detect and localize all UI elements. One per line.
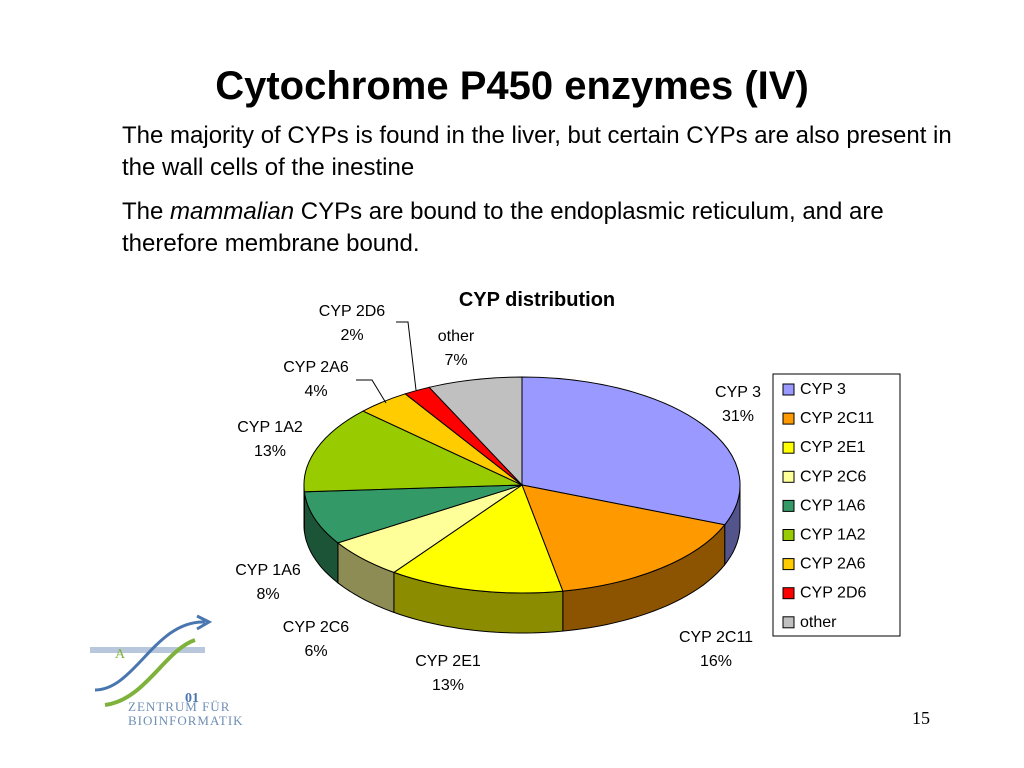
legend-swatch-cyp-2e1 bbox=[782, 441, 795, 454]
legend-label-cyp-1a6: CYP 1A6 bbox=[800, 497, 866, 514]
slice-labels: CYP 3 31% CYP 2C11 16% CYP 2E1 13% CYP 2C6 6% CY… bbox=[235, 303, 761, 694]
slice-value-cyp-3: 31% bbox=[722, 408, 754, 425]
pie-slice-other bbox=[428, 376, 523, 487]
legend-swatch-other bbox=[782, 616, 795, 629]
logo-text: ZENTRUM FÜR BIOINFORMATIK bbox=[128, 700, 258, 728]
legend-swatch-cyp-2a6 bbox=[782, 558, 795, 571]
slice-value-other: 7% bbox=[444, 352, 467, 369]
legend-swatch-cyp-2c11 bbox=[782, 412, 795, 425]
legend-label-cyp-2e1: CYP 2E1 bbox=[800, 439, 866, 456]
legend-swatch-cyp-2d6 bbox=[782, 587, 795, 600]
chart-title: CYP distribution bbox=[459, 289, 615, 311]
slice-label-cyp-2e1: CYP 2E1 bbox=[415, 653, 481, 670]
slice-label-cyp-2c6: CYP 2C6 bbox=[283, 619, 350, 636]
legend-label-cyp-2a6: CYP 2A6 bbox=[800, 556, 866, 573]
slice-value-cyp-2c11: 16% bbox=[700, 653, 732, 670]
slice-label-cyp-3: CYP 3 bbox=[715, 384, 761, 401]
paragraph-liver: The majority of CYPs is found in the liv… bbox=[122, 122, 952, 181]
slice-value-cyp-2a6: 4% bbox=[304, 383, 327, 400]
legend-label-cyp-2d6: CYP 2D6 bbox=[800, 585, 867, 602]
pie-slice-cyp-1a6 bbox=[303, 484, 523, 544]
legend-label-cyp-2c11: CYP 2C11 bbox=[800, 410, 874, 427]
para2-suffix: CYPs are bound to the endoplasmic reticu… bbox=[122, 198, 884, 257]
legend-swatch-cyp-2c6 bbox=[782, 470, 795, 483]
para2-emphasis: mammalian bbox=[170, 198, 295, 225]
page-number: 15 bbox=[912, 708, 930, 728]
slice-label-cyp-1a6: CYP 1A6 bbox=[235, 562, 301, 579]
slice-label-cyp-2d6: CYP 2D6 bbox=[319, 303, 386, 320]
leader-lines bbox=[356, 321, 417, 404]
para2-prefix: The bbox=[122, 198, 171, 225]
legend-swatch-cyp-1a2 bbox=[782, 529, 795, 541]
svg-text:A: A bbox=[115, 647, 126, 662]
slice-value-cyp-2c6: 6% bbox=[304, 643, 327, 660]
legend-swatch-cyp-3 bbox=[782, 383, 795, 396]
pie-sides bbox=[303, 485, 741, 634]
pie-slice-cyp-2c11 bbox=[521, 484, 726, 592]
slice-label-cyp-2c11: CYP 2C11 bbox=[679, 629, 753, 646]
pie-slice-cyp-1a2 bbox=[303, 410, 523, 493]
legend-label-cyp-3: CYP 3 bbox=[800, 381, 846, 398]
slice-value-cyp-2e1: 13% bbox=[432, 677, 464, 694]
pie-slice-cyp-2e1 bbox=[392, 484, 564, 594]
leader-line-cyp-2a6 bbox=[356, 379, 387, 404]
pie-slice-cyp-3 bbox=[521, 376, 741, 526]
slice-label-other: other bbox=[438, 328, 475, 345]
leader-line-cyp-2d6 bbox=[396, 321, 417, 391]
legend-label-other: other bbox=[800, 614, 837, 631]
pie-top bbox=[303, 376, 741, 594]
paragraph-membrane: The mammalian CYPs are bound to the endo… bbox=[122, 196, 982, 260]
legend-label-cyp-2c6: CYP 2C6 bbox=[800, 468, 867, 485]
slice-value-cyp-1a6: 8% bbox=[256, 586, 279, 603]
zentrum-bioinformatik-logo: A 01 bbox=[90, 614, 213, 707]
legend-swatch-cyp-1a6 bbox=[782, 499, 795, 512]
svg-text:01: 01 bbox=[185, 691, 199, 706]
slice-value-cyp-2d6: 2% bbox=[340, 327, 363, 344]
slice-label-cyp-2a6: CYP 2A6 bbox=[283, 359, 349, 376]
slice-label-cyp-1a2: CYP 1A2 bbox=[237, 419, 303, 436]
logo-text-line-2: BIOINFORMATIK bbox=[128, 713, 244, 728]
legend-label-cyp-1a2: CYP 1A2 bbox=[800, 527, 866, 544]
slice-value-cyp-1a2: 13% bbox=[254, 443, 286, 460]
logo-text-line-1: ZENTRUM FÜR bbox=[128, 699, 231, 714]
slide-title: Cytochrome P450 enzymes (IV) bbox=[215, 64, 809, 108]
